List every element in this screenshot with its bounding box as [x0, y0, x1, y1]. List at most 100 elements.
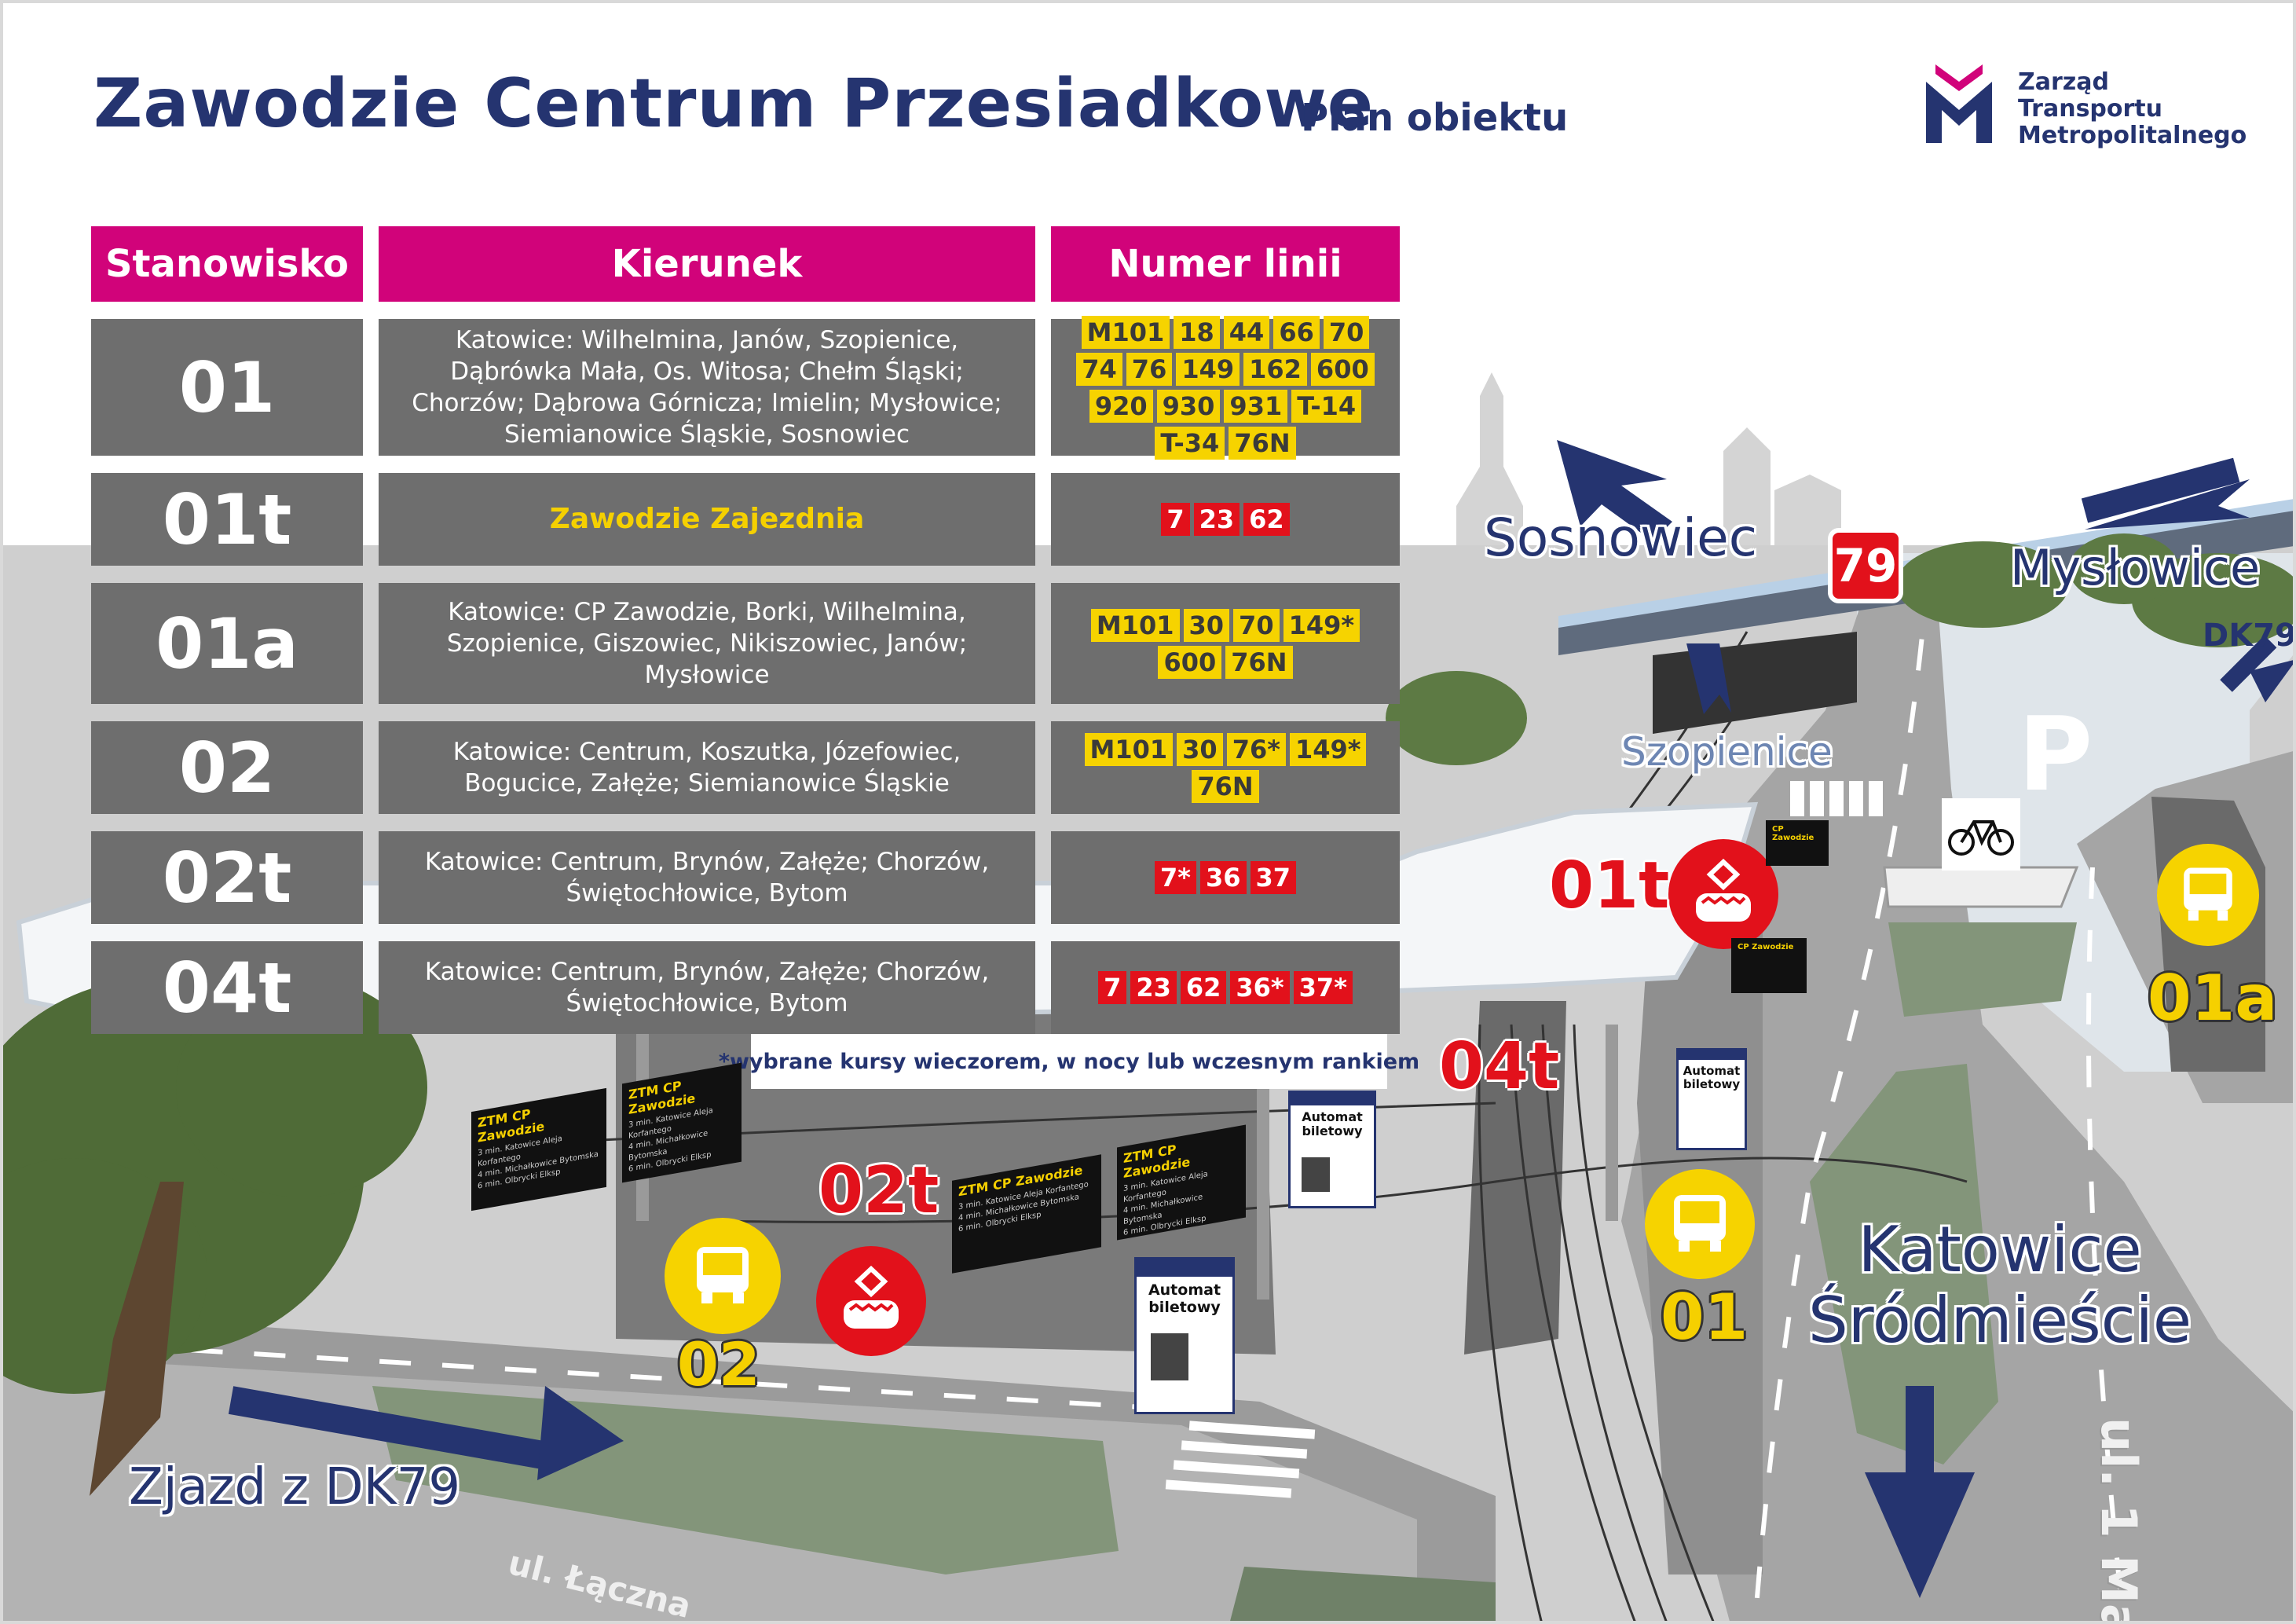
ztm-logo-text: Zarząd Transportu Metropolitalnego — [2018, 69, 2247, 149]
line-badge: 66 — [1273, 315, 1320, 349]
direction-text: Zawodzie Zajezdnia — [379, 473, 1035, 566]
line-badge: 76* — [1226, 732, 1286, 766]
line-badge: 76N — [1225, 645, 1293, 679]
line-badge: 930 — [1156, 389, 1221, 423]
bus-stop-icon — [665, 1218, 781, 1334]
machine-label: Automat — [1683, 1064, 1741, 1078]
page-title: Zawodzie Centrum Przesiadkowe — [93, 64, 1375, 143]
bus-stop-icon — [2157, 844, 2259, 946]
line-badge: 7* — [1154, 861, 1196, 894]
stop-label-01t: 01t — [1549, 849, 1670, 923]
line-badge: 931 — [1224, 389, 1288, 423]
stop-number: 01t — [91, 473, 363, 566]
label-szopienice: Szopienice — [1621, 729, 1833, 775]
label-katowice-line: Śródmieście — [1808, 1284, 2192, 1357]
line-badge: 23 — [1193, 503, 1240, 536]
header-direction: Kierunek — [379, 226, 1035, 302]
stop-label-02: 02 — [677, 1329, 760, 1399]
line-badge: T-34 — [1155, 426, 1225, 460]
table-row: 01 Katowice: Wilhelmina, Janów, Szopieni… — [3, 315, 1417, 460]
direction-text: Katowice: Centrum, Koszutka, Józefowiec,… — [379, 721, 1035, 814]
header-stop: Stanowisko — [91, 226, 363, 302]
table-row: 01a Katowice: CP Zawodzie, Borki, Wilhel… — [3, 583, 1417, 704]
line-badge: 62 — [1243, 503, 1290, 536]
page-subtitle: Plan obiektu — [1301, 96, 1569, 140]
machine-label: biletowy — [1683, 1077, 1741, 1091]
line-badge: 76N — [1229, 426, 1296, 460]
line-badge: 70 — [1323, 315, 1370, 349]
machine-label: biletowy — [1302, 1124, 1363, 1138]
line-badge: M101 — [1084, 732, 1174, 766]
stop-label-01: 01 — [1661, 1281, 1749, 1354]
stop-label-02t: 02t — [818, 1153, 939, 1228]
label-sosnowiec: Sosnowiec — [1484, 508, 1758, 568]
departure-board: CP Zawodzie — [1731, 938, 1807, 993]
direction-text: Katowice: CP Zawodzie, Borki, Wilhelmina… — [379, 583, 1035, 704]
line-badge: 76N — [1192, 769, 1259, 803]
line-badge: 37* — [1293, 971, 1353, 1004]
line-badge: 23 — [1130, 971, 1177, 1004]
stop-number: 04t — [91, 941, 363, 1034]
label-katowice-line: Katowice — [1858, 1213, 2142, 1286]
machine-label: Automat — [1302, 1109, 1363, 1124]
line-badge: 162 — [1243, 352, 1307, 386]
bus-stop-icon — [1645, 1169, 1755, 1279]
parking-icon: P — [2018, 695, 2093, 814]
stop-label-04t: 04t — [1439, 1029, 1560, 1104]
line-badge: 149* — [1289, 732, 1367, 766]
logo-line: Zarząd — [2018, 68, 2109, 96]
stop-label-01a: 01a — [2148, 962, 2278, 1035]
line-badge: 149 — [1176, 352, 1240, 386]
logo-line: Metropolitalnego — [2018, 122, 2247, 149]
line-badge: 37 — [1250, 861, 1297, 894]
stop-number: 01 — [91, 319, 363, 456]
stop-number: 02t — [91, 831, 363, 924]
line-badge: M101 — [1081, 315, 1170, 349]
line-badge: T-14 — [1291, 389, 1362, 423]
route-79-badge: 79 — [1828, 528, 1903, 603]
line-badge: 600 — [1310, 352, 1375, 386]
tram-stop-icon — [1668, 839, 1778, 949]
label-dk79: DK79 — [2203, 618, 2296, 654]
line-badge: 74 — [1076, 352, 1122, 386]
board-brand: ZTM — [958, 1179, 989, 1200]
line-badge: 7 — [1098, 971, 1127, 1004]
table-row: 02 Katowice: Centrum, Koszutka, Józefowi… — [3, 721, 1417, 814]
line-badge: 920 — [1089, 389, 1153, 423]
ztm-logo-icon — [1926, 64, 1992, 143]
bicycle-icon — [1942, 798, 2020, 871]
line-badge: 149* — [1283, 608, 1360, 642]
line-badge: 7 — [1161, 503, 1190, 536]
label-ul-1-maja: ul. 1 Maja — [2090, 1417, 2148, 1624]
line-badge: 76 — [1126, 352, 1173, 386]
line-badge: 30 — [1183, 608, 1230, 642]
line-badge: 36* — [1230, 971, 1290, 1004]
departure-board: CP Zawodzie — [1766, 820, 1829, 866]
footnote: *wybrane kursy wieczorem, w nocy lub wcz… — [719, 1034, 1419, 1089]
stop-number: 02 — [91, 721, 363, 814]
line-badge: 62 — [1180, 971, 1227, 1004]
machine-label: Automat — [1148, 1281, 1221, 1299]
logo-line: Transportu — [2018, 95, 2162, 123]
label-myslowice: Mysłowice — [2010, 539, 2261, 596]
departure-board: ZTM CP Zawodzie 3 min. Katowice Aleja Ko… — [622, 1062, 742, 1183]
tram-stop-icon — [816, 1246, 926, 1356]
direction-text: Katowice: Centrum, Brynów, Załęże; Chorz… — [379, 831, 1035, 924]
table-row: 04t Katowice: Centrum, Brynów, Załęże; C… — [3, 941, 1417, 1034]
line-badge: M101 — [1090, 608, 1180, 642]
table-row: 02t Katowice: Centrum, Brynów, Załęże; C… — [3, 831, 1417, 924]
line-badge: 70 — [1233, 608, 1280, 642]
line-badge: 36 — [1199, 861, 1247, 894]
header-lines: Numer linii — [1051, 226, 1400, 302]
label-katowice: Katowice Śródmieście — [1808, 1215, 2192, 1356]
